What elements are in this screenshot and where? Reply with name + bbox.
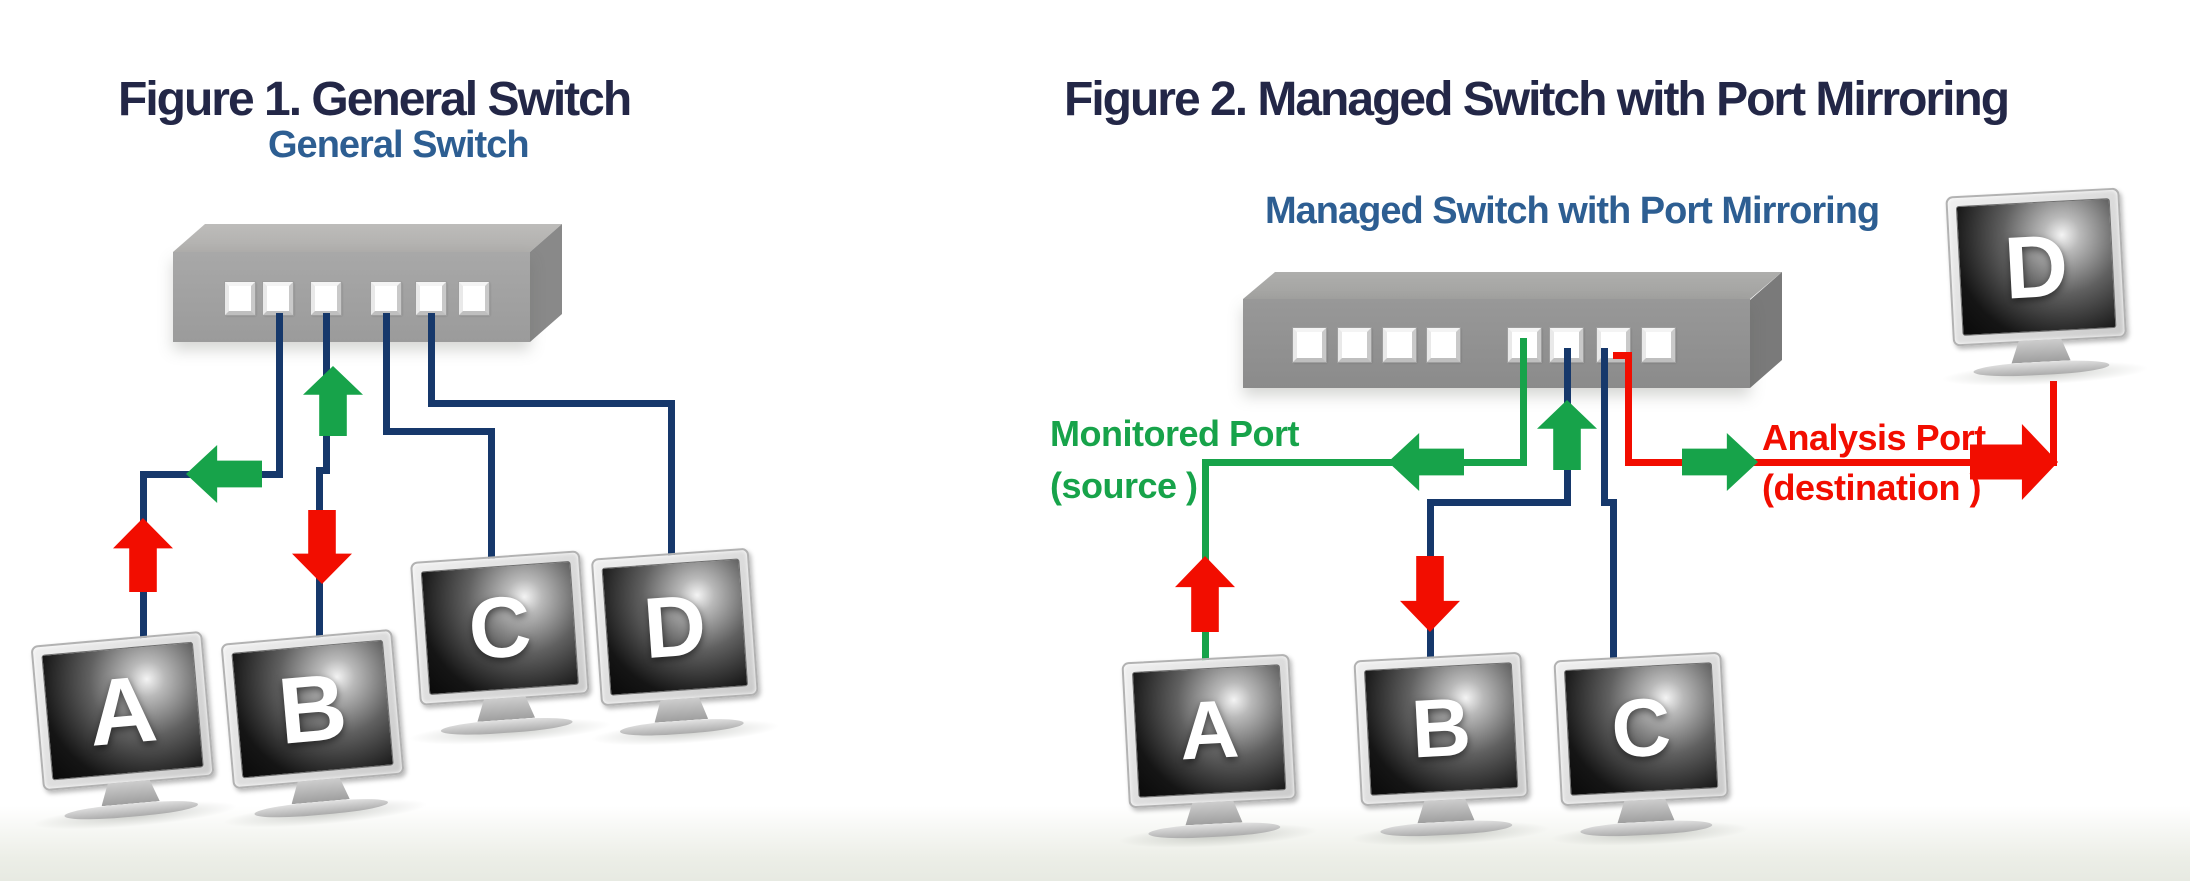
cable-d-segment <box>668 400 675 576</box>
analysis-cable-segment <box>1625 459 2057 466</box>
analysis-port-label-line2: (destination ) <box>1762 467 1981 508</box>
monitor-frame: C <box>1553 651 1729 807</box>
computer-monitor-b2: B <box>1348 651 1552 850</box>
monitor-letter: B <box>274 653 351 764</box>
analysis-cable-segment <box>1625 352 1632 466</box>
monitor-frame: B <box>220 628 405 790</box>
monitor-letter: D <box>2001 215 2071 318</box>
monitor-frame: D <box>1945 187 2127 347</box>
switch1-top-face <box>173 224 562 252</box>
switch1-port-1 <box>225 282 255 315</box>
cable-b2-segment <box>1427 499 1571 506</box>
cable-a-segment <box>276 313 283 478</box>
figure2-title: Figure 2. Managed Switch with Port Mirro… <box>1064 73 2010 126</box>
monitor-letter: B <box>1409 681 1474 776</box>
switch2-port-8 <box>1642 328 1675 362</box>
monitor-letter: A <box>1177 683 1242 778</box>
computer-monitor-d: D <box>590 547 781 751</box>
cable-c2-segment <box>1601 499 1617 506</box>
cable-c-segment <box>383 428 495 435</box>
switch1-port-6 <box>459 282 489 315</box>
monitor-screen: A <box>41 641 204 781</box>
figure1-switch-label: General Switch <box>268 124 530 166</box>
monitored-cable-segment <box>1520 338 1527 466</box>
cable-c2-segment <box>1610 499 1617 659</box>
monitor-letter: D <box>640 576 710 678</box>
computer-monitor-a2: A <box>1116 653 1320 852</box>
monitor-letter: C <box>1609 681 1674 776</box>
monitor-frame: D <box>590 547 759 707</box>
monitor-stand <box>2010 338 2070 363</box>
switch2-port-4 <box>1427 328 1460 362</box>
monitor-frame: C <box>410 550 590 706</box>
monitor-screen: D <box>1955 198 2117 336</box>
monitored-port-label-line1: Monitored Port <box>1050 413 1299 454</box>
monitor-frame: B <box>1353 651 1529 807</box>
computer-monitor-c2: C <box>1548 651 1752 850</box>
computer-monitor-c: C <box>407 550 614 750</box>
switch2-top-face <box>1243 272 1782 299</box>
switch1-port-2 <box>263 282 293 315</box>
computer-monitor-a: A <box>30 630 239 836</box>
mirror-arrow-left-green <box>1388 433 1464 491</box>
analysis-port-label-line1: Analysis Port <box>1762 417 1986 458</box>
monitor-screen: C <box>420 560 579 696</box>
monitor-letter: C <box>465 577 535 679</box>
switch2-port-3 <box>1383 328 1416 362</box>
monitor-stand <box>1616 798 1674 823</box>
monitor-stand <box>1416 798 1474 823</box>
analysis-cable-segment <box>2050 381 2057 466</box>
monitor-letter: A <box>84 655 161 766</box>
monitor-screen: B <box>1363 662 1519 796</box>
switch2-port-2 <box>1338 328 1371 362</box>
floor-band <box>0 806 2190 881</box>
cable-d-segment <box>428 400 675 407</box>
monitored-port-label-line2: (source ) <box>1050 465 1198 506</box>
figure1-title: Figure 1. General Switch <box>118 73 632 126</box>
cable-c-segment <box>383 313 390 435</box>
cable-c-segment <box>488 428 495 580</box>
mirror-arrow-right-green <box>1682 433 1758 491</box>
traffic-arrow-up-green <box>1537 400 1597 470</box>
switch2-port-1 <box>1293 328 1326 362</box>
traffic-arrow-down-red <box>292 510 352 584</box>
switch1-port-5 <box>416 282 446 315</box>
monitor-frame: A <box>1121 653 1297 809</box>
computer-monitor-b: B <box>220 628 429 834</box>
traffic-arrow-up-red <box>113 518 173 592</box>
traffic-arrow-left-green <box>186 445 262 503</box>
cable-b-segment <box>316 467 330 474</box>
monitor-screen: B <box>231 639 394 779</box>
monitor-screen: A <box>1131 664 1287 798</box>
traffic-arrow-up-green <box>303 366 363 436</box>
traffic-arrow-up-red <box>1175 556 1235 632</box>
monitor-frame: A <box>30 630 215 792</box>
traffic-arrow-down-red <box>1400 556 1460 632</box>
monitor-screen: C <box>1563 662 1719 796</box>
cable-d-segment <box>428 313 435 407</box>
monitored-cable-segment <box>1202 459 1527 466</box>
monitor-stand <box>1184 800 1242 825</box>
computer-monitor-d2: D <box>1940 187 2151 391</box>
figure2-switch-label: Managed Switch with Port Mirroring <box>1265 190 1880 232</box>
cable-c2-segment <box>1601 348 1608 506</box>
switch1-port-4 <box>371 282 401 315</box>
monitor-screen: D <box>601 558 749 696</box>
switch1-port-3 <box>311 282 341 315</box>
analysis-cable-segment <box>1613 352 1632 359</box>
